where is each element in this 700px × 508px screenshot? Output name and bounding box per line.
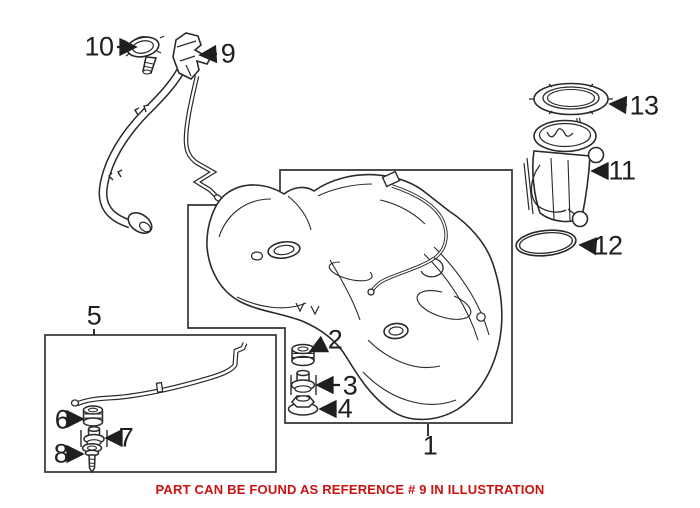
callout-13-lock-ring: 13 <box>629 90 659 121</box>
tank-wiring-harness <box>367 170 448 296</box>
callout-11-fuel-pump: 11 <box>608 155 636 186</box>
callout-1-fuel-tank: 1 <box>422 430 438 461</box>
grommet-6-drawing <box>82 405 104 427</box>
tank-port-opening <box>383 312 486 340</box>
pipe-clip-icon <box>108 104 150 181</box>
callout-2-grommet: 2 <box>327 324 343 355</box>
callout-5-strap: 5 <box>86 300 102 331</box>
tank-strap-drawing <box>70 342 248 407</box>
callout-10-fuel-cap: 10 <box>84 31 114 62</box>
screw-8-drawing <box>81 443 103 474</box>
nut-7-drawing <box>80 425 108 447</box>
strap-detail-box <box>44 334 277 473</box>
nut-4-drawing <box>287 395 319 416</box>
grommet-2-drawing <box>291 343 315 367</box>
callout-12-seal-ring: 12 <box>593 230 623 261</box>
tank-filler-opening <box>250 240 301 261</box>
callout-3-bushing: 3 <box>342 370 358 401</box>
fuel-cap-drawing <box>122 35 165 75</box>
callout-7-nut: 7 <box>118 422 134 453</box>
callout-6-grommet: 6 <box>54 404 70 435</box>
fuel-pump-module-drawing <box>523 117 605 228</box>
reference-notice: PART CAN BE FOUND AS REFERENCE # 9 IN IL… <box>155 482 545 497</box>
callout-arrows <box>66 37 628 464</box>
filler-pipe-drawing <box>98 32 223 235</box>
bushing-3-drawing <box>290 369 317 395</box>
lock-ring-drawing <box>529 82 613 116</box>
seal-ring-drawing <box>515 229 577 257</box>
filler-neck-head <box>172 32 213 80</box>
callout-9-filler-pipe: 9 <box>220 38 236 69</box>
filler-pipe-end-fitting <box>127 211 153 235</box>
fuel-tank-drawing <box>206 170 503 421</box>
callout-4-nut: 4 <box>337 393 353 424</box>
callout-8-screw: 8 <box>53 438 69 469</box>
